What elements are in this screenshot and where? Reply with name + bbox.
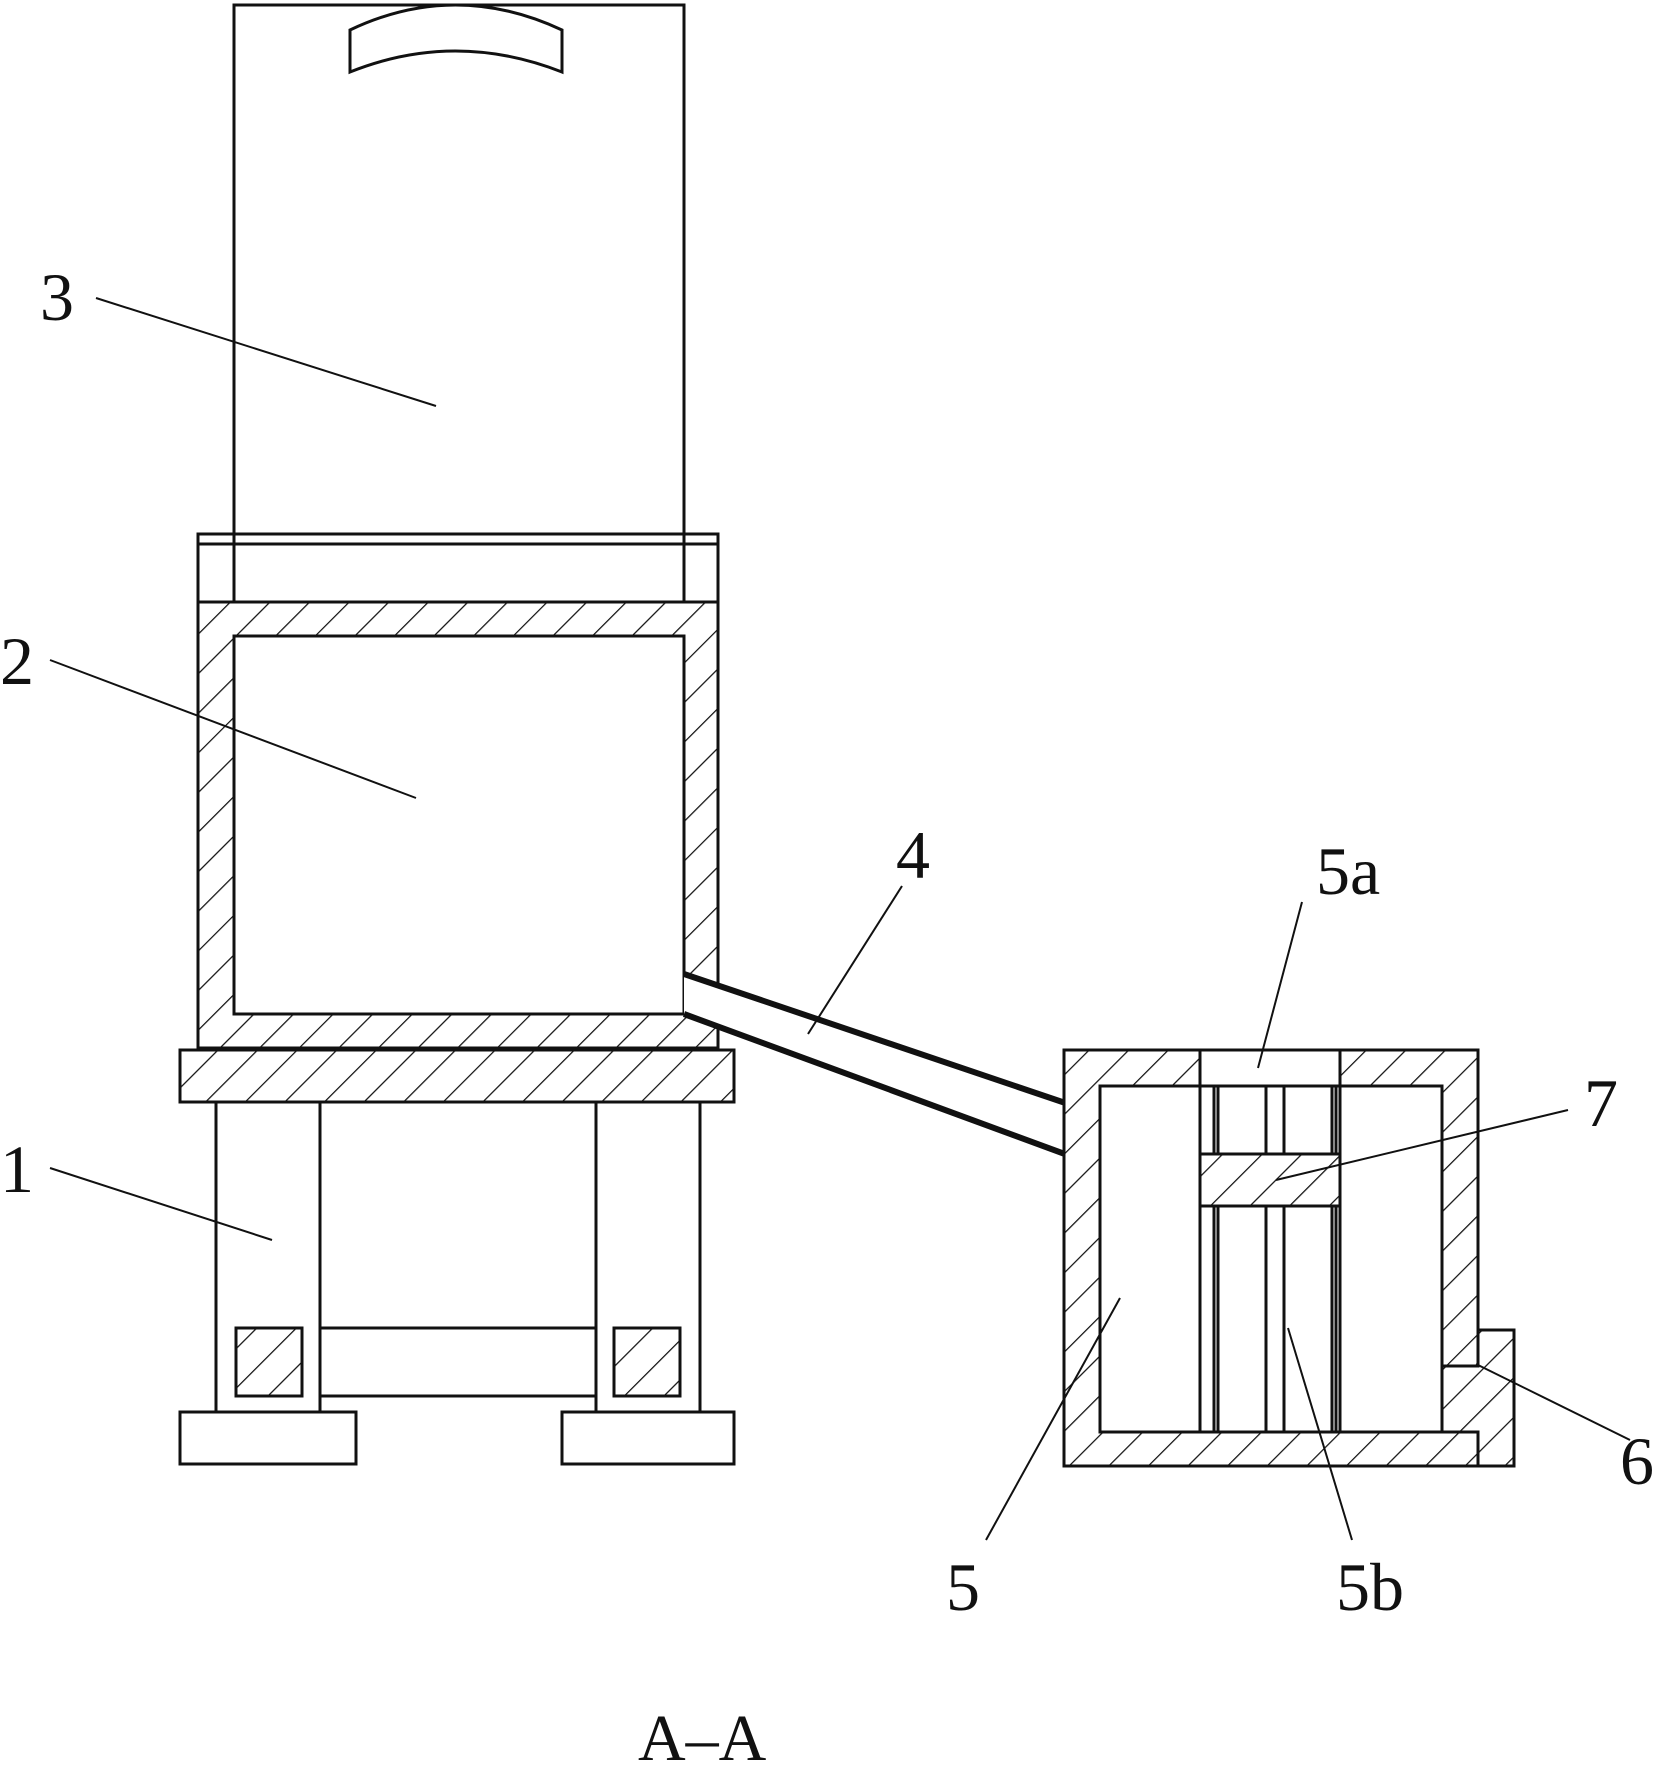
label-part-6: 6 xyxy=(1620,1423,1654,1499)
label-part-5a: 5a xyxy=(1316,833,1380,909)
label-part-4: 4 xyxy=(896,817,930,893)
upper-box xyxy=(196,3,720,604)
corner-brace xyxy=(1440,1328,1516,1468)
label-part-5b: 5b xyxy=(1336,1549,1404,1625)
label-part-5: 5 xyxy=(946,1549,980,1625)
base-stand xyxy=(178,1048,736,1466)
upper-box-handle xyxy=(348,3,564,75)
label-part-7: 7 xyxy=(1584,1065,1618,1141)
label-part-1: 1 xyxy=(0,1131,34,1207)
label-part-2: 2 xyxy=(0,623,34,699)
connecting-pipe xyxy=(682,971,1094,1167)
section-caption: A–A xyxy=(638,1702,767,1768)
label-part-3: 3 xyxy=(40,259,74,335)
housing xyxy=(196,600,720,1050)
right-vessel xyxy=(1062,1048,1480,1468)
leader-lines xyxy=(49,297,1631,1541)
